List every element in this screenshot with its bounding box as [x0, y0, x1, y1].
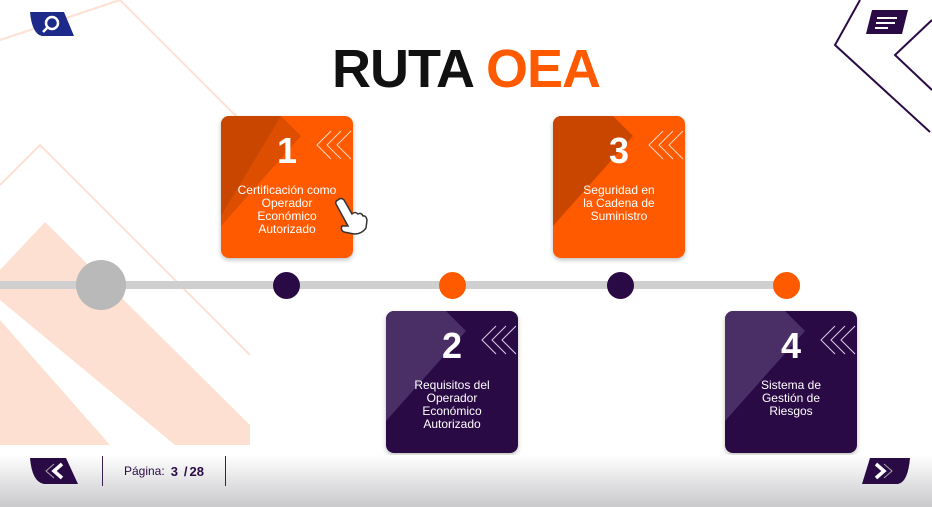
- step-label: Seguridad en la Cadena de Suministro: [583, 183, 655, 223]
- step-card-4[interactable]: 4 Sistema de Gestión de Riesgos: [725, 311, 857, 453]
- menu-button[interactable]: [862, 8, 914, 40]
- step-label: Requisitos del Operador Económico Autori…: [414, 378, 490, 431]
- step-label: Certificación como Operador Económico Au…: [237, 183, 337, 236]
- timeline-dot-3[interactable]: [607, 272, 634, 299]
- step-label: Sistema de Gestión de Riesgos: [760, 378, 822, 418]
- page-label: Página:: [123, 464, 165, 478]
- card-decoration: [553, 116, 684, 226]
- current-page: 3: [170, 463, 178, 479]
- gear-wrench-icon: [30, 12, 74, 36]
- timeline-dot-1[interactable]: [273, 272, 300, 299]
- pointer-hand-icon: [335, 197, 368, 235]
- previous-page-button[interactable]: [26, 456, 78, 488]
- chevron-left-icon: [30, 458, 78, 484]
- settings-button[interactable]: [26, 8, 78, 40]
- bottom-bar: [0, 455, 932, 507]
- timeline: [0, 281, 800, 289]
- step-number: 2: [441, 325, 463, 366]
- total-pages: 28: [189, 463, 205, 479]
- card-decoration: [386, 311, 517, 421]
- timeline-dot-2[interactable]: [439, 272, 466, 299]
- page-separator: /: [183, 463, 188, 479]
- step-card-2[interactable]: 2 Requisitos del Operador Económico Auto…: [386, 311, 518, 453]
- card-decoration: [221, 116, 352, 226]
- step-card-3[interactable]: 3 Seguridad en la Cadena de Suministro: [553, 116, 685, 258]
- chevron-right-icon: [862, 458, 910, 484]
- card-decoration: [725, 311, 856, 421]
- step-number: 1: [276, 130, 298, 171]
- page-indicator: Página: 3 / 28: [102, 456, 226, 486]
- step-number: 3: [608, 130, 630, 171]
- step-number: 4: [780, 325, 802, 366]
- timeline-dot-4[interactable]: [773, 272, 800, 299]
- step-card-1[interactable]: 1 Certificación como Operador Económico …: [221, 116, 353, 258]
- timeline-start: [76, 260, 126, 310]
- page-title: RUTA OEA: [331, 39, 601, 99]
- next-page-button[interactable]: [860, 456, 912, 488]
- menu-icon: [866, 10, 908, 34]
